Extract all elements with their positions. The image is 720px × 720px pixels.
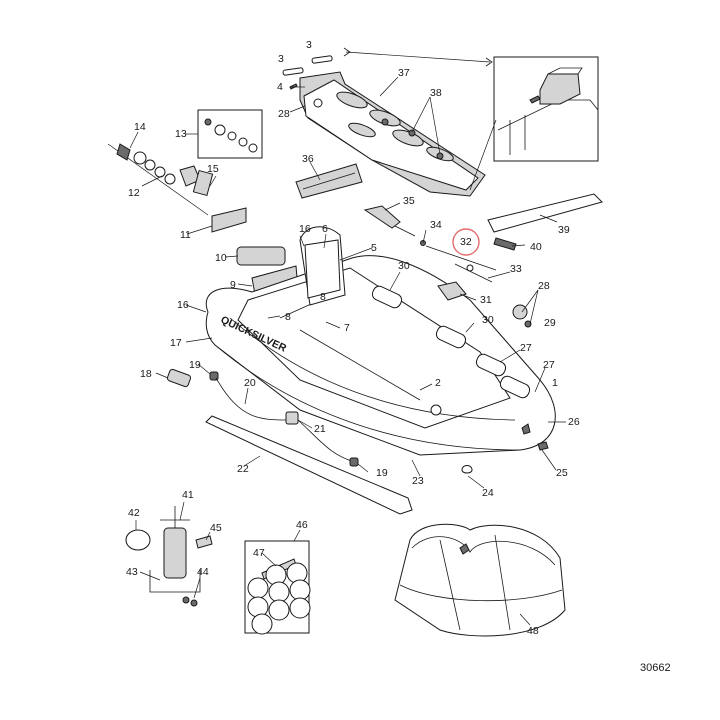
callout-39: 39 (558, 224, 570, 236)
callout-10: 10 (215, 252, 227, 264)
air-pump (125, 506, 213, 607)
callout-9: 9 (230, 279, 236, 291)
side-accessories (166, 368, 473, 515)
callout-42: 42 (128, 507, 140, 519)
callout-1: 1 (552, 377, 558, 389)
callout-14: 14 (134, 121, 146, 133)
slat-pins (282, 55, 333, 90)
callout-27a: 27 (520, 342, 532, 354)
callout-25: 25 (556, 467, 568, 479)
callout-23: 23 (412, 475, 424, 487)
callout-33: 33 (510, 263, 522, 275)
callout-36: 36 (302, 153, 314, 165)
callout-28b: 28 (538, 280, 550, 292)
callout-31: 31 (480, 294, 492, 306)
callout-20: 20 (244, 377, 256, 389)
repair-kit (244, 540, 311, 635)
callout-45: 45 (210, 522, 222, 534)
leader-lines (129, 76, 566, 626)
callout-7: 7 (344, 322, 350, 334)
callout-5: 5 (371, 242, 377, 254)
callout-13: 13 (175, 128, 187, 140)
callout-21: 21 (314, 423, 326, 435)
callout-12: 12 (128, 187, 140, 199)
rowlock-parts (107, 109, 263, 216)
callout-30a: 30 (398, 260, 410, 272)
callout-6: 6 (322, 223, 328, 235)
callout-26: 26 (568, 416, 580, 428)
callout-22: 22 (237, 463, 249, 475)
callout-8b: 8 (320, 291, 326, 303)
callout-18: 18 (140, 368, 152, 380)
callout-15: 15 (207, 163, 219, 175)
callout-47: 47 (253, 547, 265, 559)
callout-11: 11 (180, 229, 191, 241)
callout-28a: 28 (278, 108, 290, 120)
callout-48: 48 (527, 625, 539, 637)
callout-34: 34 (430, 219, 442, 231)
accessories-top (295, 163, 603, 328)
drawing-number: 30662 (640, 662, 671, 674)
callout-16b: 16 (177, 299, 189, 311)
floor-panel (299, 71, 486, 197)
callout-44: 44 (197, 566, 209, 578)
callout-3b: 3 (306, 39, 312, 51)
callout-numbers: 1 2 3 3 4 5 6 7 8 8 9 10 11 12 13 14 15 … (126, 39, 580, 637)
callout-29: 29 (544, 317, 556, 329)
callout-38: 38 (430, 87, 442, 99)
callout-30b: 30 (482, 314, 494, 326)
callout-3a: 3 (278, 53, 284, 65)
callout-8a: 8 (285, 311, 291, 323)
highlight-ring (452, 228, 480, 256)
callout-40: 40 (530, 241, 542, 253)
callout-32: 32 (460, 236, 472, 248)
detail-inset (343, 47, 599, 191)
callout-17: 17 (170, 337, 182, 349)
callout-27b: 27 (543, 359, 555, 371)
callout-2: 2 (435, 377, 441, 389)
callout-35: 35 (403, 195, 415, 207)
callout-4: 4 (277, 81, 283, 93)
callout-16a: 16 (299, 223, 311, 235)
inflatable-boat: QUICKSILVER (205, 226, 556, 456)
callout-19a: 19 (189, 359, 201, 371)
callout-46: 46 (296, 519, 308, 531)
callout-41: 41 (182, 489, 194, 501)
callout-43: 43 (126, 566, 138, 578)
carry-bag (394, 523, 566, 637)
callout-24: 24 (482, 487, 494, 499)
callout-19b: 19 (376, 467, 388, 479)
callout-37: 37 (398, 67, 410, 79)
